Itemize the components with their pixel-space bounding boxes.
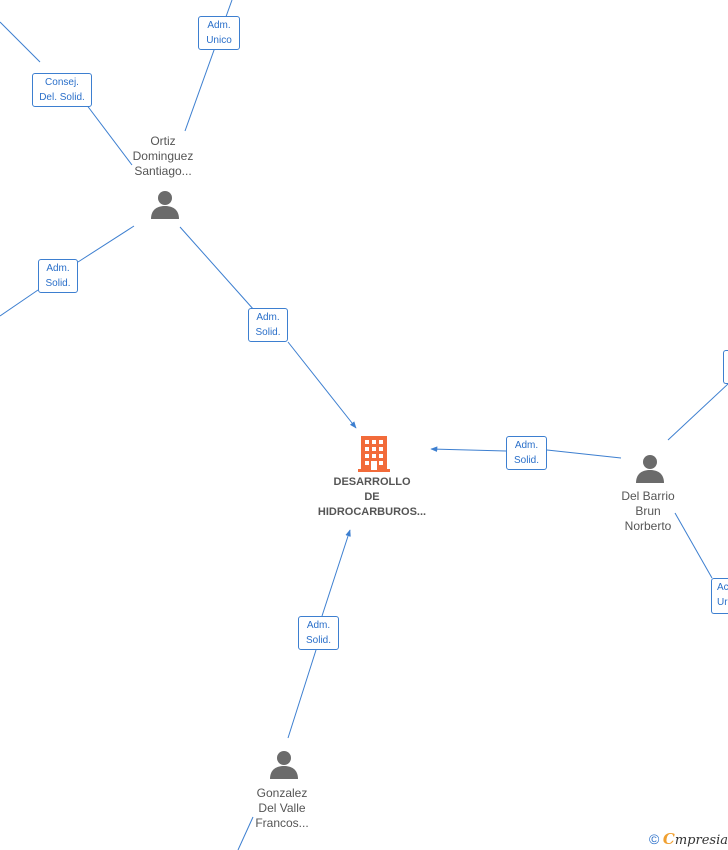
company-name[interactable]: DESARROLLO DE HIDROCARBUROS... bbox=[302, 475, 442, 520]
edge-topleft-to-ortiz bbox=[0, 21, 133, 166]
edge-label-line: Unico bbox=[206, 35, 232, 46]
edge-gonzalez-bottom bbox=[237, 816, 254, 850]
company-name-line: HIDROCARBUROS... bbox=[317, 506, 427, 518]
person-name-line: Ortiz bbox=[150, 134, 176, 148]
person-name-ortiz[interactable]: Ortiz Dominguez Santiago... bbox=[108, 134, 218, 179]
person-icon[interactable] bbox=[269, 750, 299, 780]
edge-delbarrio-to-right-top bbox=[667, 383, 728, 441]
edge-label-line: Solid. bbox=[513, 455, 539, 466]
person-name-line: Del Valle bbox=[258, 801, 306, 815]
person-name-line: Francos... bbox=[255, 816, 309, 830]
edge-label-adm-solid[interactable]: Adm. Solid. bbox=[248, 308, 288, 342]
person-name-line: Brun bbox=[635, 504, 661, 518]
edge-label-line: Ur bbox=[717, 597, 728, 608]
edge-label-line: Adm. bbox=[306, 620, 331, 631]
company-name-line: DE bbox=[364, 491, 380, 503]
edge-ortiz-to-company bbox=[179, 226, 356, 428]
person-name-delbarrio[interactable]: Del Barrio Brun Norberto bbox=[593, 489, 703, 534]
edge-delbarrio-to-right-bottom bbox=[674, 512, 713, 579]
edge-label-adm-solid[interactable]: Adm. Solid. bbox=[298, 616, 339, 650]
edge-label-right-bottom[interactable]: Ac Ur bbox=[711, 578, 728, 614]
copyright-icon: © bbox=[648, 831, 660, 847]
edge-label-adm-solid[interactable]: Adm. Solid. bbox=[38, 259, 78, 293]
edge-gonzalez-to-company bbox=[287, 530, 350, 739]
company-name-line: DESARROLLO bbox=[333, 476, 411, 488]
brand-name: mpresia bbox=[674, 833, 728, 848]
person-name-line: Gonzalez bbox=[256, 786, 308, 800]
edge-label-line: Adm. bbox=[207, 20, 231, 31]
person-name-gonzalez[interactable]: Gonzalez Del Valle Francos... bbox=[227, 786, 337, 831]
edge-label-line: Ac bbox=[717, 582, 728, 593]
building-icon[interactable] bbox=[358, 436, 390, 472]
edge-label-line: Del. Solid. bbox=[39, 92, 85, 103]
person-name-line: Santiago... bbox=[134, 164, 192, 178]
edge-label-consej-del-solid[interactable]: Consej. Del. Solid. bbox=[32, 73, 92, 107]
edge-label-right-top[interactable] bbox=[723, 350, 728, 384]
person-name-line: Norberto bbox=[624, 519, 672, 533]
edge-label-line: Solid. bbox=[305, 635, 331, 646]
person-name-line: Del Barrio bbox=[621, 489, 675, 503]
edge-label-line: Adm. bbox=[256, 312, 280, 323]
edge-label-line: Adm. bbox=[46, 263, 70, 274]
edge-label-line: Consej. bbox=[45, 77, 79, 88]
edge-label-line: Solid. bbox=[45, 278, 71, 289]
edge-delbarrio-to-company bbox=[431, 449, 622, 459]
edge-left-from-ortiz bbox=[0, 225, 135, 317]
edge-label-adm-unico[interactable]: Adm. Unico bbox=[198, 16, 240, 50]
person-icon[interactable] bbox=[635, 454, 665, 484]
person-name-line: Dominguez bbox=[132, 149, 194, 163]
edge-label-line: Solid. bbox=[255, 327, 281, 338]
edge-label-adm-solid[interactable]: Adm. Solid. bbox=[506, 436, 547, 470]
person-icon[interactable] bbox=[150, 190, 180, 220]
footer-watermark: © Cmpresia bbox=[649, 830, 728, 848]
edge-label-line: Adm. bbox=[514, 440, 539, 451]
brand-initial: C bbox=[662, 830, 675, 848]
